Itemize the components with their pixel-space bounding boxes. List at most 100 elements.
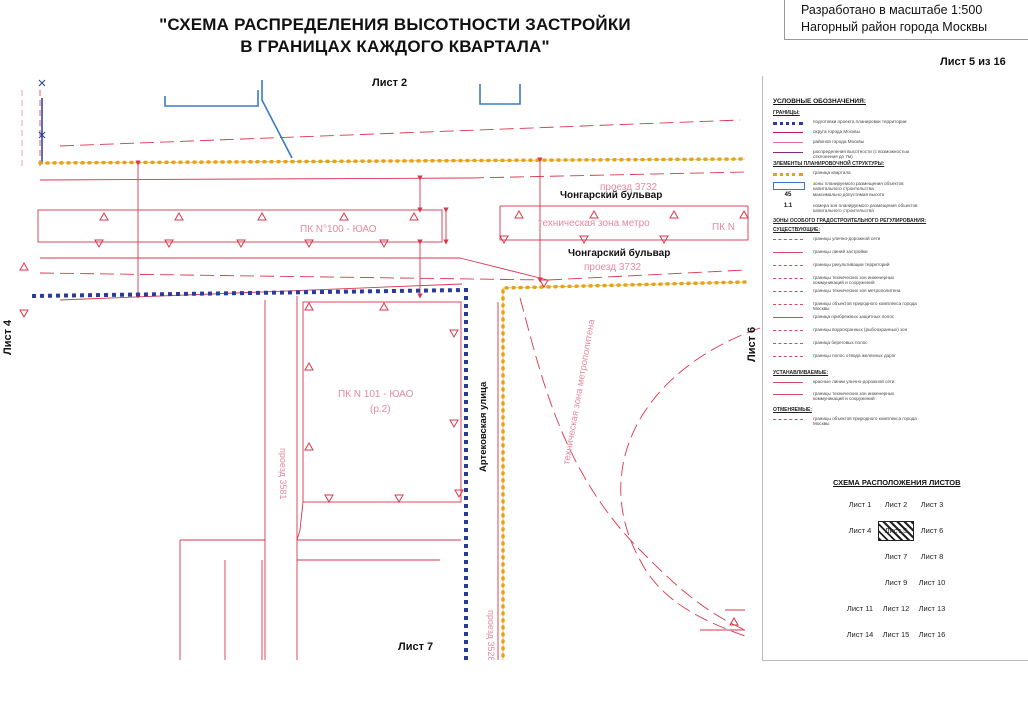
legend-section-heading: СУЩЕСТВУЮЩИЕ:: [773, 227, 821, 233]
legend-symbol: 45: [784, 192, 792, 198]
sheet-layout-minimap: Лист 1 Лист 2 Лист 3 Лист 4 Лист 5 Лист 6 Лист…: [843, 496, 953, 646]
minimap-sheet-cell[interactable]: Лист 15: [882, 630, 910, 639]
minimap-sheet-cell[interactable]: Лист 11: [846, 604, 874, 613]
minimap-sheet-cell[interactable]: Лист 14: [846, 630, 874, 639]
scale-info-box: Разработано в масштабе 1:500 Нагорный ра…: [784, 0, 1028, 40]
label-pk-101-sub: (р.2): [370, 404, 391, 415]
legend-symbol: [773, 142, 803, 143]
legend-item-text: границы технических зон инженерных комму…: [813, 391, 895, 401]
legend-item: районов города Москвы: [773, 139, 923, 149]
minimap-title: СХЕМА РАСПОЛОЖЕНИЯ ЛИСТОВ: [833, 478, 961, 487]
minimap-sheet-cell[interactable]: Лист 7: [884, 552, 908, 561]
minimap-sheet-cell[interactable]: Лист 16: [918, 630, 946, 639]
legend-symbol: [773, 394, 803, 395]
legend-symbol: [773, 343, 803, 344]
legend-symbol: [773, 356, 803, 357]
page-title: "СХЕМА РАСПРЕДЕЛЕНИЯ ВЫСОТНОСТИ ЗАСТРОЙК…: [150, 14, 640, 58]
label-proezd-bottom: проезд 3732: [584, 262, 642, 273]
legend-item-text: районов города Москвы: [813, 139, 865, 144]
legend-title: УСЛОВНЫЕ ОБОЗНАЧЕНИЯ:: [773, 98, 866, 105]
minimap-sheet-cell[interactable]: Лист 4: [848, 526, 872, 535]
legend-item: граница прибрежных защитных полос: [773, 314, 923, 324]
legend-symbol: [773, 278, 803, 279]
minimap-sheet-cell[interactable]: Лист 2: [884, 500, 908, 509]
legend-item: граница береговых полос: [773, 340, 923, 350]
legend-symbol: [773, 265, 803, 266]
legend-symbol: [773, 173, 803, 176]
title-line-2: В ГРАНИЦАХ КАЖДОГО КВАРТАЛА": [240, 37, 550, 56]
sheet-label-left[interactable]: Лист 4: [2, 319, 14, 355]
legend-symbol: [773, 419, 803, 420]
label-street-3: Артековская улица: [478, 381, 489, 472]
legend-item-text: граница прибрежных защитных полос: [813, 314, 895, 319]
label-proezd-vert: проезд 3581: [278, 448, 288, 499]
legend-item: округа города Москвы: [773, 129, 923, 139]
legend-symbol: [773, 122, 803, 125]
minimap-sheet-cell[interactable]: Лист 9: [884, 578, 908, 587]
legend-item: границы объектов природного комплекса го…: [773, 301, 923, 311]
legend-item: подготовки проекта планировки территории: [773, 119, 923, 129]
legend-item-text: границы линий застройки: [813, 249, 868, 254]
legend-item: границы технических зон инженерных комму…: [773, 275, 923, 285]
legend-item: границы технических зон инженерных комму…: [773, 391, 923, 401]
legend-item-text: границы полос отвода железных дорог: [813, 353, 896, 358]
legend-item: границы полос отвода железных дорог: [773, 353, 923, 363]
legend-item-text: номера зон планируемого размещения объек…: [813, 203, 918, 213]
legend-item: красные линии улично-дорожной сети: [773, 379, 923, 389]
minimap-sheet-cell[interactable]: Лист 12: [882, 604, 910, 613]
scale-line-2: Нагорный район города Москвы: [801, 20, 988, 34]
label-pk-101: ПК N 101 - ЮАО: [338, 389, 414, 400]
legend-item: зоны планируемого размещения объектов ка…: [773, 181, 923, 191]
sheet-label-right[interactable]: Лист 6: [746, 326, 758, 362]
minimap-sheet-cell[interactable]: Лист 13: [918, 604, 946, 613]
legend-item-text: граница береговых полос: [813, 340, 868, 345]
scale-line-1: Разработано в масштабе 1:500: [801, 3, 983, 17]
label-pk-100: ПК N°100 - ЮАО: [300, 224, 377, 235]
label-street-1: Чонгарский бульвар: [560, 189, 662, 201]
label-zone-metro: техническая зона метро: [538, 218, 650, 229]
legend-item-text: границы технических зон метрополитена: [813, 288, 901, 293]
legend-symbol: [773, 291, 803, 292]
legend-section-heading: ЭЛЕМЕНТЫ ПЛАНИРОВОЧНОЙ СТРУКТУРЫ:: [773, 161, 885, 167]
minimap-sheet-cell[interactable]: Лист 1: [848, 500, 872, 509]
legend-item-text: зоны планируемого размещения объектов ка…: [813, 181, 904, 191]
minimap-sheet-cell[interactable]: Лист 5: [878, 521, 914, 541]
sheet-label-top[interactable]: Лист 2: [372, 77, 408, 89]
legend-section-heading: УСТАНАВЛИВАЕМЫЕ:: [773, 370, 829, 376]
map-drawing: Чонгарский бульвар Чонгарский бульвар пр…: [19, 79, 761, 660]
legend-panel: УСЛОВНЫЕ ОБОЗНАЧЕНИЯ: ГРАНИЦЫ: подготовки…: [762, 76, 1028, 661]
legend-item: распределения высотности (с возможностью…: [773, 149, 923, 159]
legend-section-heading: ГРАНИЦЫ:: [773, 110, 800, 116]
project-boundary: [31, 287, 468, 660]
legend-section-heading: ОТМЕНЯЕМЫЕ:: [773, 407, 813, 413]
legend-item-text: округа города Москвы: [813, 129, 860, 134]
legend-item-text: граница квартала: [813, 170, 851, 175]
minimap-sheet-cell[interactable]: Лист 6: [920, 526, 944, 535]
label-proezd-bottom-vert: проезд 3528: [486, 610, 496, 660]
legend-symbol: [773, 330, 803, 331]
legend-item-text: границы рекультивации территорий: [813, 262, 890, 267]
label-pk-n: ПК N: [712, 222, 735, 233]
legend-item-text: границы объектов природного комплекса го…: [813, 301, 917, 311]
legend-item: границы улично-дорожной сети: [773, 236, 923, 246]
label-street-2: Чонгарский бульвар: [568, 247, 670, 259]
legend-symbol: [773, 304, 803, 305]
legend-item-text: границы технических зон инженерных комму…: [813, 275, 895, 285]
legend-symbol: [773, 239, 803, 240]
legend-item: границы водоохранных (рыбоохранных) зон: [773, 327, 923, 337]
minimap-sheet-cell[interactable]: Лист 3: [920, 500, 944, 509]
minimap-sheet-cell[interactable]: Лист 10: [918, 578, 946, 587]
legend-item-text: распределения высотности (с возможностью…: [813, 149, 910, 159]
legend-item: границы рекультивации территорий: [773, 262, 923, 272]
sheet-number: Лист 5 из 16: [940, 56, 1006, 68]
legend-item-text: границы объектов природного комплекса го…: [813, 416, 917, 426]
title-line-1: "СХЕМА РАСПРЕДЕЛЕНИЯ ВЫСОТНОСТИ ЗАСТРОЙК…: [159, 15, 631, 34]
legend-item-text: красные линии улично-дорожной сети: [813, 379, 895, 384]
label-proezd-top: проезд 3732: [600, 182, 658, 193]
label-zone-metro-vert: техническая зона метрополитена: [561, 318, 598, 466]
sheet-label-bottom[interactable]: Лист 7: [398, 641, 434, 653]
minimap-sheet-cell[interactable]: Лист 8: [920, 552, 944, 561]
buildings-top: [164, 80, 521, 159]
